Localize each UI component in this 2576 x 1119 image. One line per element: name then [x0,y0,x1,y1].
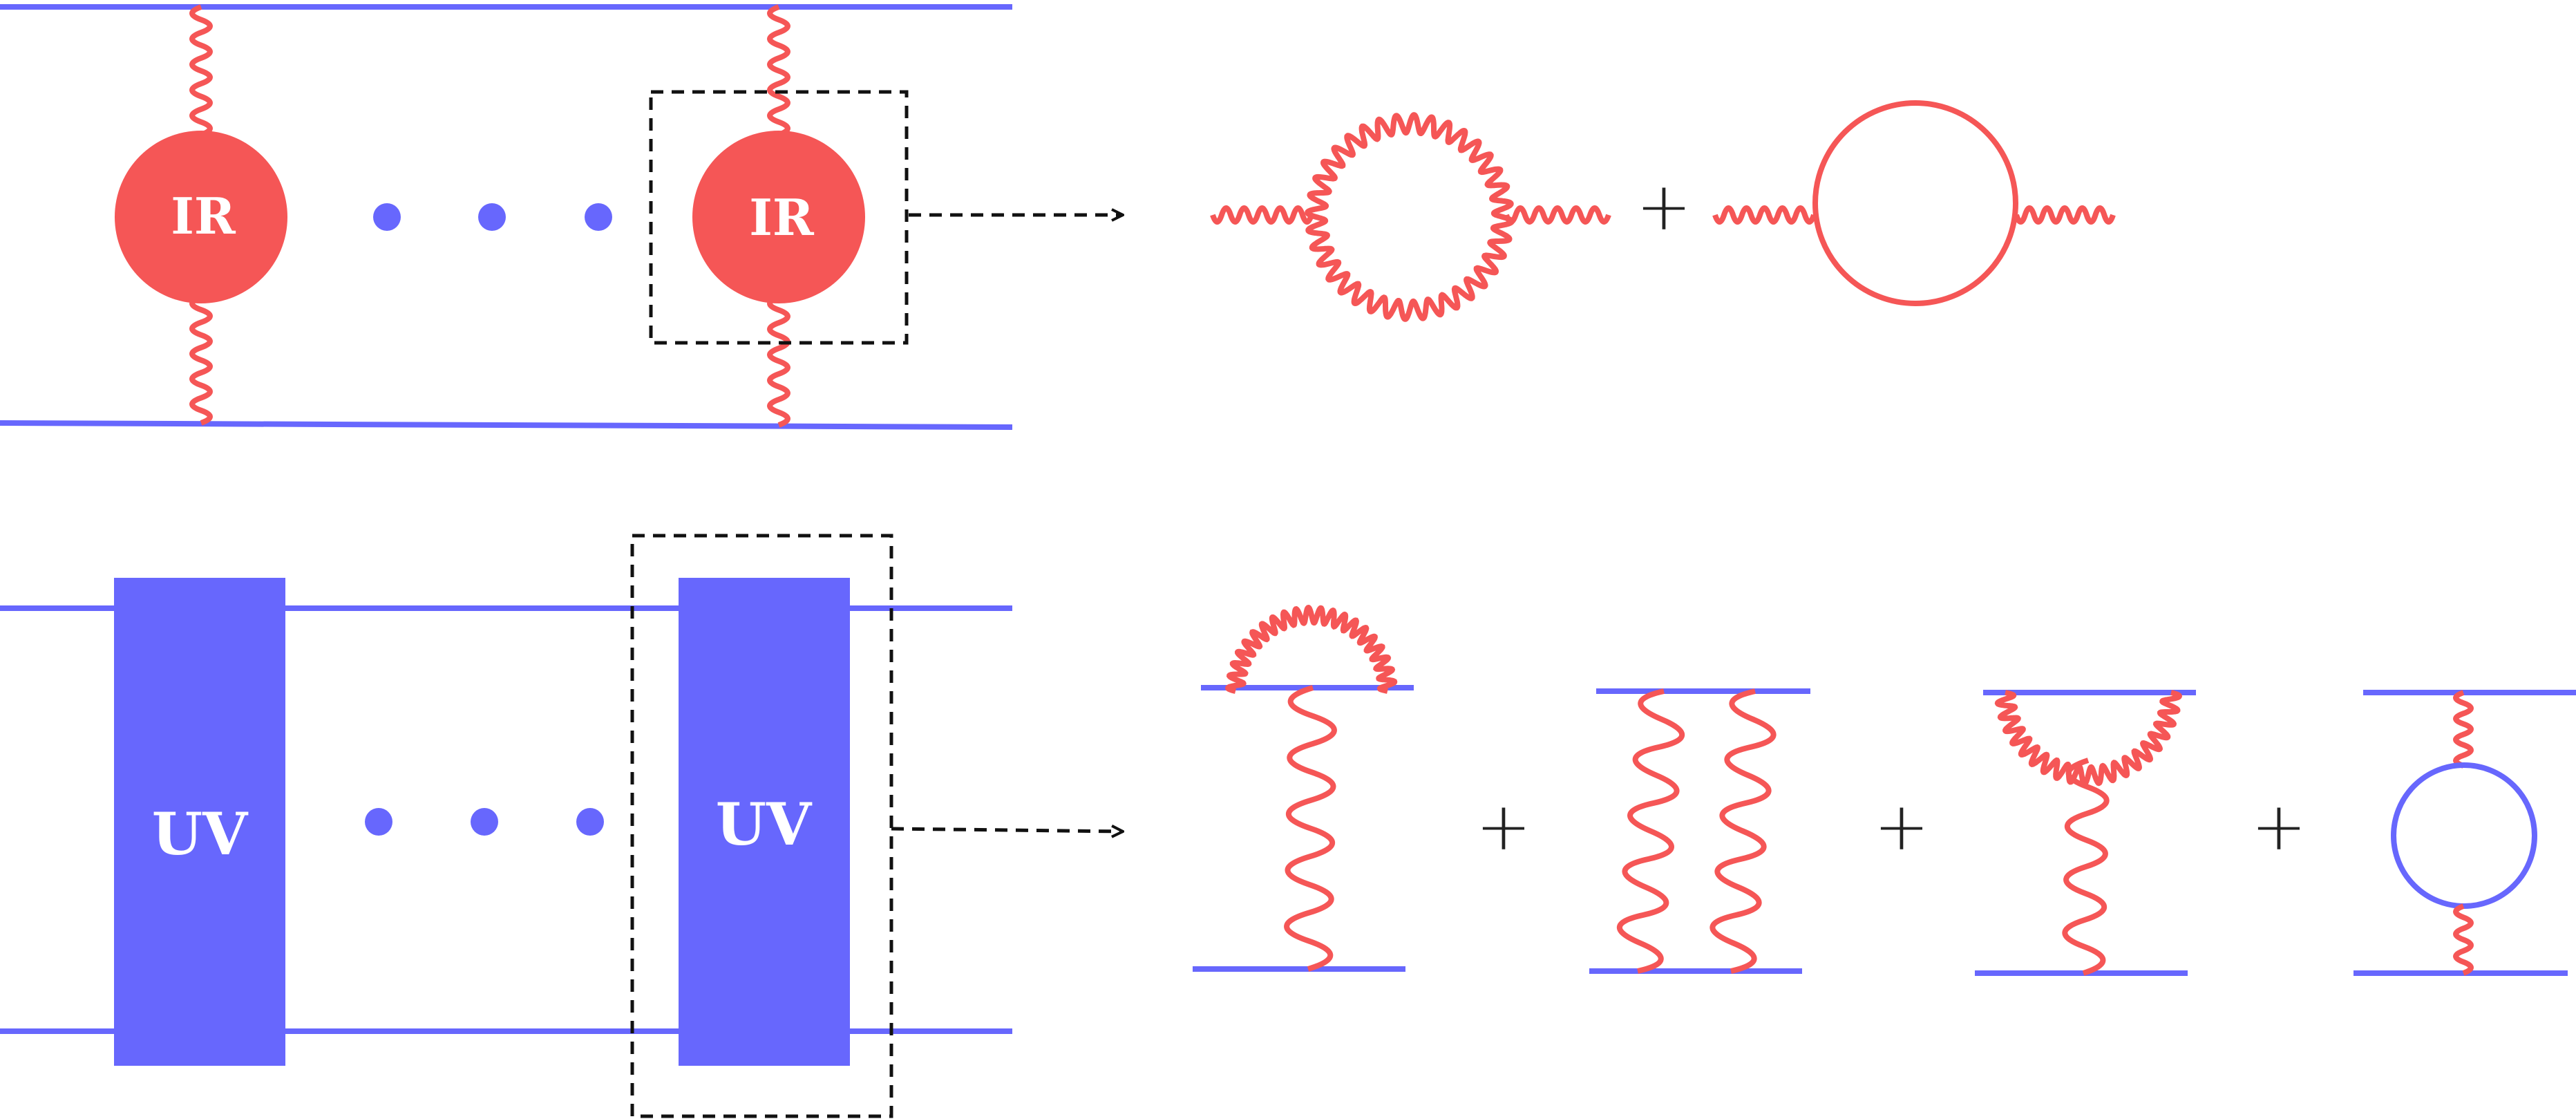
uv-plus-sign-3: + [2251,788,2307,865]
uv-d4-photon-upper [2453,690,2474,769]
ir-photon-2-lower [767,294,790,428]
ir-gluon-loop [1305,112,1515,322]
ir-ellipsis-dot-3 [585,203,612,231]
uv-ellipsis-dot-1 [365,808,392,836]
uv-box-2-label: UV [716,790,813,858]
uv-d2-exchange-photon-left [1616,688,1685,974]
ir-plus-sign-1: + [1636,168,1692,245]
uv-d4-fermion-loop [2391,762,2537,909]
uv-box-2 [679,578,850,1066]
ir-ellipsis-dot-2 [478,203,506,231]
ir-fermion-loop-in-leg [1712,205,1817,225]
uv-d1-gluon-arc [1224,604,1398,694]
ir-blob-2-label: IR [749,188,815,247]
ir-blob-2 [692,131,865,303]
ir-gluon-loop-in-leg [1210,205,1314,225]
uv-box-1-label: UV [152,800,249,868]
uv-d2-exchange-photon-right [1710,688,1777,974]
uv-plus-sign-2: + [1874,788,1929,865]
ir-fermion-loop [1812,100,2018,306]
ir-expansion: + [1210,100,2116,322]
uv-ellipsis-dot-3 [576,808,604,836]
ir-fermion-line-bottom [0,420,1013,430]
ir-blob-1-label: IR [171,187,236,245]
ir-ellipsis-dot-1 [373,203,401,231]
uv-d1-exchange-photon [1284,685,1337,972]
ir-ladder: IR IR [0,4,1123,430]
uv-ellipsis-dot-2 [471,808,498,836]
uv-selection-dashed-box [630,534,893,1118]
ir-photon-2-upper [767,4,790,138]
ir-photon-1-lower [189,294,213,426]
uv-expansion-arrow [891,829,1123,831]
ir-gluon-loop-out-leg [1504,205,1611,225]
uv-d3-exchange-photon [2062,758,2110,976]
uv-d4-photon-lower [2453,903,2474,976]
uv-plus-sign-1: + [1476,788,1531,865]
uv-box-1 [114,578,285,1066]
ir-photon-1-upper [189,4,213,138]
ir-fermion-loop-out-leg [2014,205,2116,225]
ir-selection-dashed-box [649,90,909,345]
ir-blob-1 [115,131,287,303]
uv-expansion: + + + [1193,604,2576,976]
uv-ladder: UV UV [0,534,1123,1118]
uv-d3-gluon-arc [1994,690,2183,787]
